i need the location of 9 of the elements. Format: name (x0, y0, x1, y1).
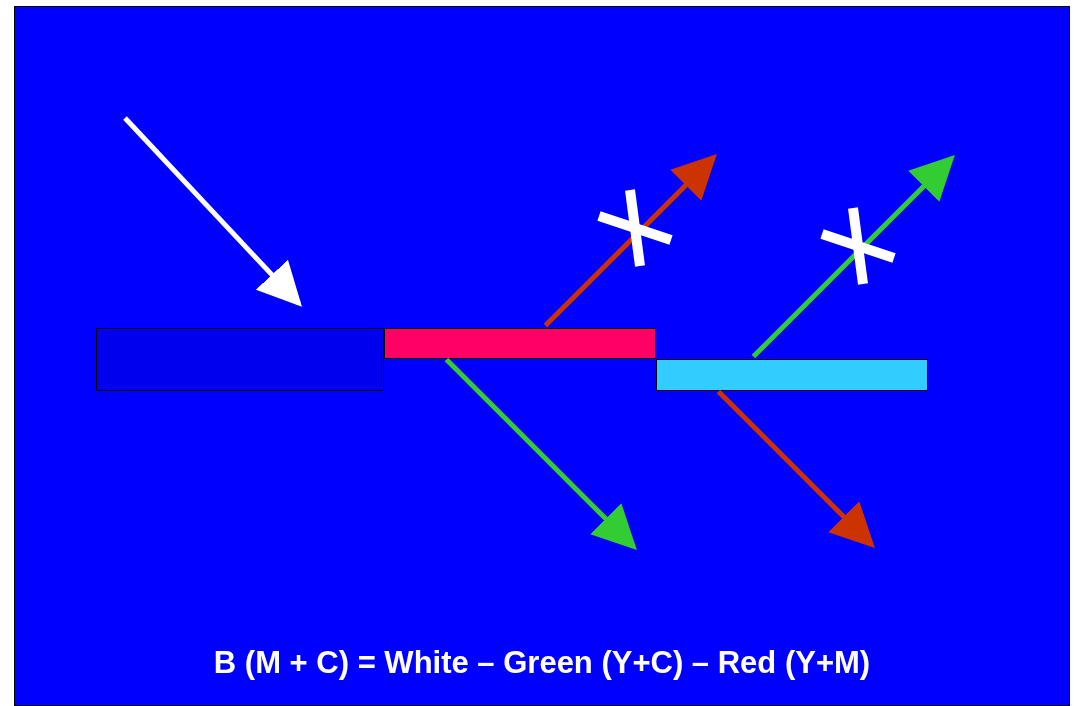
light-arrow (716, 389, 875, 548)
filter-bar (384, 328, 656, 359)
light-arrow (444, 357, 637, 550)
filter-bar (96, 328, 384, 391)
light-arrow (543, 154, 717, 328)
light-arrow (751, 155, 955, 359)
filter-bar (656, 359, 928, 391)
equation-text: B (M + C) = White – Green (Y+C) – Red (Y+M) (213, 645, 871, 681)
light-arrow (123, 116, 302, 307)
